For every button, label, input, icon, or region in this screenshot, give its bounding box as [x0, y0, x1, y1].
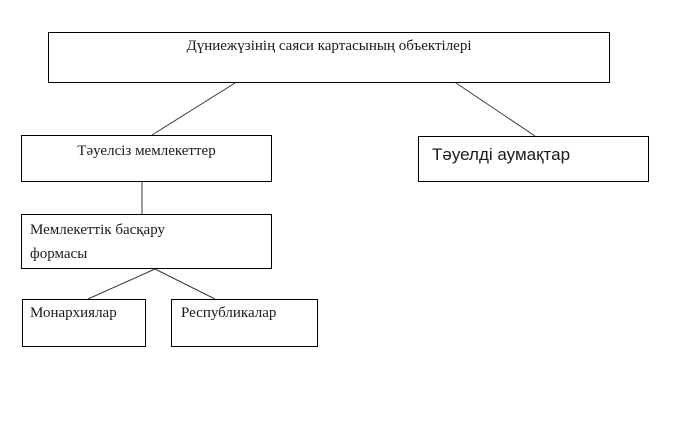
diagram-node-independent-states: Тәуелсіз мемлекеттер [21, 135, 272, 182]
diagram-node-government-form-label-line1: Мемлекеттік басқару [30, 222, 166, 238]
diagram-node-government-form-label-line2: формасы [30, 246, 88, 262]
diagram-node-root: Дүниежүзінің саяси картасының объектілер… [48, 32, 610, 83]
diagram-node-republics-label: Республикалар [181, 305, 277, 321]
connector-root-dependent [455, 82, 536, 137]
diagram-node-dependent-territories-label: Тәуелді аумақтар [432, 145, 571, 164]
diagram-node-root-label: Дүниежүзінің саяси картасының объектілер… [186, 38, 472, 54]
diagram-node-monarchies: Монархиялар [22, 299, 146, 347]
diagram-node-monarchies-label: Монархиялар [30, 305, 117, 321]
connector-root-independent [151, 82, 236, 136]
connector-government-republics [154, 268, 216, 300]
diagram-node-republics: Республикалар [171, 299, 318, 347]
diagram-node-government-form: Мемлекеттік басқару формасы [21, 214, 272, 269]
diagram-node-dependent-territories: Тәуелді аумақтар [418, 136, 649, 182]
diagram-node-independent-states-label: Тәуелсіз мемлекеттер [77, 143, 216, 159]
connector-government-monarchies [87, 268, 156, 300]
